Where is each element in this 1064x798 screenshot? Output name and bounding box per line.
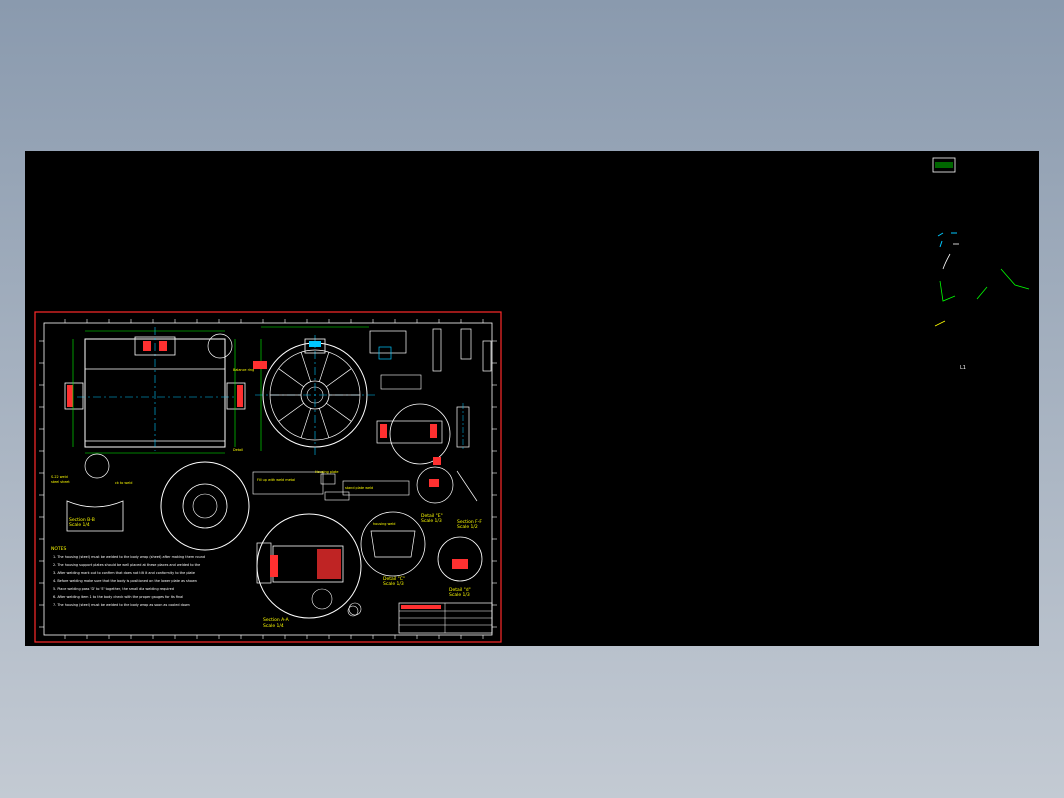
drawing-text: Section B-B Scale 1/4 Section A-A Scale … xyxy=(51,368,482,629)
note-line: 4. Before welding make sure that the bod… xyxy=(53,579,197,583)
callout-label: S-22 weld xyxy=(51,475,68,479)
drawing-inner-frame xyxy=(43,322,493,636)
notes-list: 1. The housing (steel) must be welded to… xyxy=(53,555,205,607)
wheel-spoke xyxy=(300,408,312,438)
model-space-fragments: L1 xyxy=(932,157,1030,371)
detail-views xyxy=(66,403,483,619)
callout-label: Housing plate xyxy=(315,470,338,474)
detail-d-scale: Scale 1/3 xyxy=(449,592,470,598)
detail-e-label: Detail "E" xyxy=(421,513,443,519)
title-block xyxy=(348,602,493,634)
wheel-spoke xyxy=(326,368,352,388)
wheel-spoke xyxy=(278,368,304,388)
callout-label: Fill up with weld metal xyxy=(257,478,295,482)
note-line: 1. The housing (steel) must be welded to… xyxy=(53,555,205,559)
cad-model-viewport[interactable]: Section B-B Scale 1/4 Section A-A Scale … xyxy=(25,151,1039,646)
l1-label: L1 xyxy=(960,365,966,371)
note-line: 5. Place welding pass 'D' to 'E' togethe… xyxy=(53,587,174,591)
callout-boxes xyxy=(252,471,410,501)
note-line: 3. After welding mark out to confirm tha… xyxy=(53,571,195,575)
section-aa-scale: Scale 1/4 xyxy=(263,623,284,629)
detail-c-scale: Scale 1/3 xyxy=(383,581,404,587)
section-bb-scale: Scale 1/4 xyxy=(69,522,90,528)
part-details xyxy=(253,328,492,502)
section-ff-label: Section F-F xyxy=(457,519,482,525)
section-aa-label: Section A-A xyxy=(263,617,290,623)
housing-front-view xyxy=(255,326,375,455)
note-line: 6. After welding item 1 to the body chec… xyxy=(53,595,183,599)
housing-side-view xyxy=(64,327,246,454)
detail-d-label: Detail "d" xyxy=(449,587,471,593)
cad-drawing-canvas[interactable]: Section B-B Scale 1/4 Section A-A Scale … xyxy=(25,151,1039,646)
wheel-spoke xyxy=(318,408,330,438)
callout-label: Detail xyxy=(233,448,243,452)
wheel-spoke xyxy=(278,402,304,422)
frame-zone-ticks xyxy=(39,319,497,639)
detail-c-label: Detail "C" xyxy=(383,576,405,582)
callout-label: Balance ring xyxy=(233,368,254,372)
callout-label: steel sheet xyxy=(51,480,70,484)
note-line: 2. The housing support plates should be … xyxy=(53,563,200,567)
wheel-spoke xyxy=(326,402,352,422)
detail-e-scale: Scale 1/3 xyxy=(421,518,442,524)
drawing-outer-frame xyxy=(34,311,502,643)
notes-heading: NOTES xyxy=(51,546,67,552)
callout-label: stand plate weld xyxy=(345,486,373,490)
callout-label: ck to weld xyxy=(115,481,132,485)
wheel-spoke xyxy=(300,352,312,382)
callout-label: housing weld xyxy=(373,522,395,526)
wheel-spoke xyxy=(318,352,330,382)
section-ff-scale: Scale 1/2 xyxy=(457,524,478,530)
note-line: 7. The housing (steel) must be welded to… xyxy=(53,603,190,607)
section-bb-label: Section B-B xyxy=(69,517,95,523)
